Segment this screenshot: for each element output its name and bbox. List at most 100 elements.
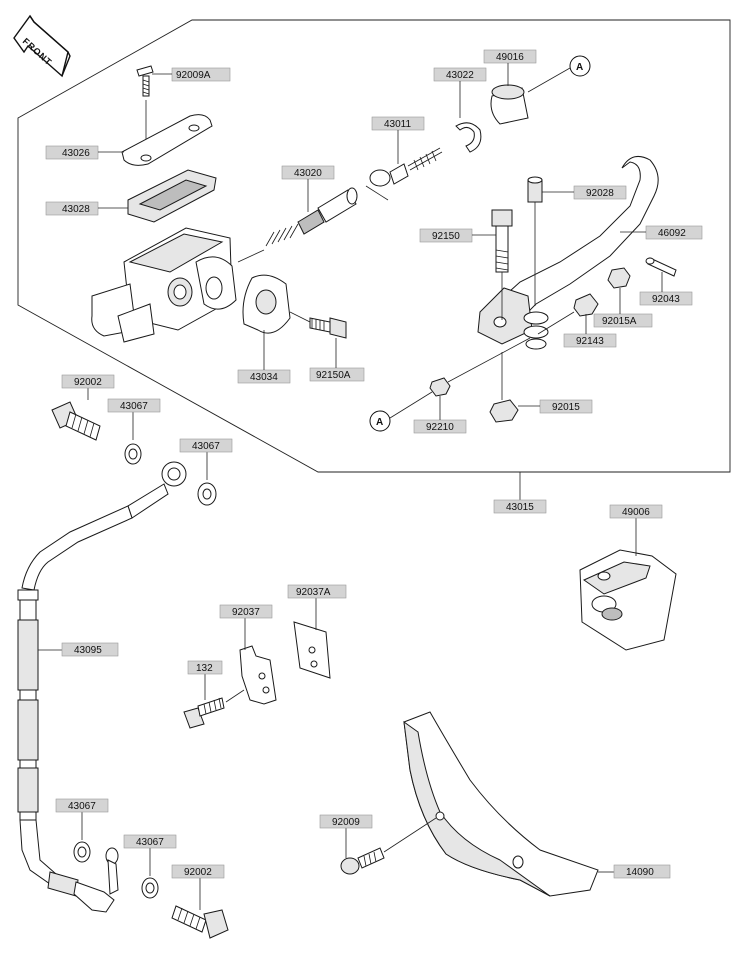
part-number: 43067	[120, 401, 148, 412]
label-92210: 92210	[413, 396, 467, 434]
washer-bottom-2	[141, 877, 159, 899]
lever-bracket	[579, 549, 677, 651]
nut-92210	[429, 377, 451, 397]
part-number: 92150A	[316, 370, 351, 381]
nut-92015	[489, 399, 519, 423]
label-43095: 43095	[61, 642, 119, 657]
label-92015: 92015	[518, 399, 593, 414]
part-number: 43026	[62, 148, 90, 159]
spring-pin	[645, 257, 677, 277]
push-rod	[369, 147, 443, 187]
part-number: 92009A	[176, 70, 211, 81]
label-92002-top: 92002	[61, 374, 115, 389]
part-number: 132	[196, 663, 213, 674]
label-92037A: 92037A	[287, 584, 347, 599]
label-43022: 43022	[433, 67, 487, 118]
part-number: 43067	[68, 801, 96, 812]
part-number: 92150	[432, 231, 460, 242]
washer-top-1	[124, 443, 142, 465]
label-92009A: 92009A	[152, 67, 231, 82]
piston-assembly	[265, 187, 358, 247]
label-92143: 92143	[563, 314, 617, 348]
part-number: 92009	[332, 817, 360, 828]
nut-92015A	[607, 267, 631, 289]
label-92009: 92009	[319, 814, 373, 829]
label-49016: 49016	[483, 49, 537, 86]
part-number: 46092	[658, 228, 686, 239]
label-43028: 43028	[45, 201, 128, 216]
adjuster-pin	[527, 176, 543, 203]
part-number: 92002	[184, 867, 212, 878]
label-43034: 43034	[237, 330, 291, 384]
reference-marker-text: A	[376, 417, 383, 428]
label-132: 132	[187, 660, 223, 675]
label-43011: 43011	[371, 116, 425, 164]
part-number: 92002	[74, 377, 102, 388]
bolt-132	[183, 697, 225, 729]
cap-hole	[188, 124, 200, 132]
brake-hose	[17, 461, 187, 913]
dust-boot	[490, 84, 529, 125]
label-43067-3: 43067	[55, 798, 109, 813]
label-92028: 92028	[542, 185, 627, 200]
part-number: 92143	[576, 336, 604, 347]
label-43020: 43020	[281, 165, 335, 212]
part-number: 43095	[74, 645, 102, 656]
label-92150A: 92150A	[309, 338, 365, 382]
brake-lever	[499, 155, 659, 321]
part-number: 92037	[232, 607, 260, 618]
part-number: 43022	[446, 70, 474, 81]
part-number: 43020	[294, 168, 322, 179]
part-number: 92037A	[296, 587, 331, 598]
part-number: 43028	[62, 204, 90, 215]
bolt-92150A	[309, 317, 347, 339]
washer-top-2	[197, 482, 217, 506]
part-number: 14090	[626, 867, 654, 878]
assembly-outline	[17, 19, 731, 473]
part-number: 92015	[552, 402, 580, 413]
cap-hole	[140, 154, 152, 162]
front-arrow-icon: FRONT	[13, 14, 71, 78]
lever-bushing	[523, 311, 549, 350]
master-cylinder-body	[91, 227, 237, 343]
label-46092: 46092	[620, 225, 703, 240]
label-92037: 92037	[219, 604, 273, 619]
part-number: 43034	[250, 372, 278, 383]
reference-marker-text: A	[576, 62, 583, 73]
label-49006: 49006	[609, 504, 663, 519]
label-43067-4: 43067	[123, 834, 177, 849]
part-number: 92043	[652, 294, 680, 305]
label-92015A: 92015A	[593, 288, 653, 328]
part-number: 43067	[192, 441, 220, 452]
label-43026: 43026	[45, 145, 124, 160]
reference-marker-a-bottom: A	[369, 410, 391, 432]
label-43015: 43015	[493, 499, 547, 514]
part-number: 92028	[586, 188, 614, 199]
lever-guard	[403, 711, 599, 897]
label-14090: 14090	[613, 864, 671, 879]
banjo-bolt-bottom	[171, 905, 229, 939]
snap-ring	[455, 122, 482, 153]
washer-bottom-1	[73, 841, 91, 863]
hose-guide	[239, 645, 277, 705]
bushing-92143	[573, 293, 599, 317]
banjo-bolt-top	[51, 401, 101, 441]
label-92150: 92150	[419, 228, 496, 243]
label-92002-bottom: 92002	[171, 864, 225, 879]
label-43067-1: 43067	[107, 398, 161, 413]
label-43067-2: 43067	[179, 438, 233, 453]
pivot-bolt	[491, 209, 513, 273]
reference-marker-a-top: A	[569, 55, 591, 77]
part-number: 92015A	[602, 316, 637, 327]
label-92043: 92043	[639, 272, 693, 306]
part-number: 43011	[384, 119, 412, 130]
part-number: 92210	[426, 422, 454, 433]
screw-92009A	[136, 65, 154, 97]
part-number: 49016	[496, 52, 524, 63]
screw-92009	[340, 847, 385, 875]
part-number: 43015	[506, 502, 534, 513]
part-number: 49006	[622, 507, 650, 518]
reservoir-cap	[121, 114, 213, 166]
part-number: 43067	[136, 837, 164, 848]
